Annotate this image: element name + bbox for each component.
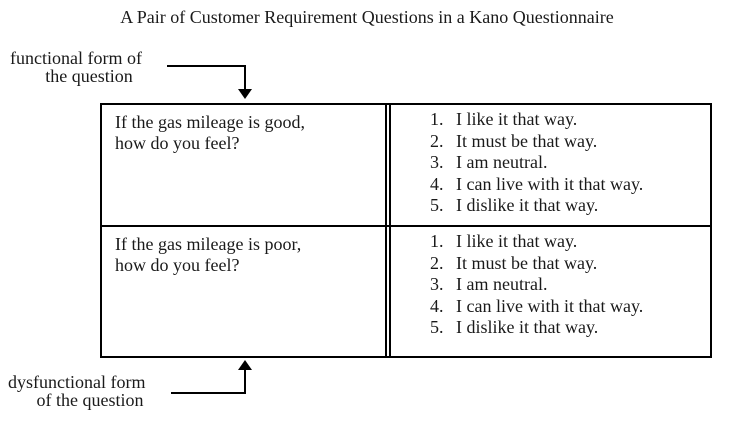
- question-line2: how do you feel?: [115, 255, 240, 275]
- diagram-title: A Pair of Customer Requirement Questions…: [120, 7, 614, 27]
- functional-connector-vertical: [244, 65, 246, 90]
- functional-form-label-line1: functional form of: [10, 48, 142, 68]
- option-number: 2.: [430, 252, 444, 273]
- option-text: I can live with it that way.: [456, 295, 644, 316]
- option-number: 4.: [430, 295, 444, 316]
- functional-question-cell: If the gas mileage is good, how do you f…: [102, 105, 387, 225]
- option-text: I dislike it that way.: [456, 195, 599, 215]
- functional-connector-horizontal: [167, 65, 246, 67]
- dysfunctional-options-cell: 1. I like it that way. 2. It must be tha…: [389, 227, 710, 356]
- option-item: 1. I like it that way.: [430, 231, 706, 253]
- table-row-functional: If the gas mileage is good, how do you f…: [102, 105, 710, 227]
- option-number: 5.: [430, 317, 444, 337]
- option-item: 3. I am neutral.: [430, 274, 706, 296]
- option-item: 1. I like it that way.: [430, 109, 706, 131]
- option-number: 1.: [430, 231, 444, 251]
- dysfunctional-form-label: dysfunctional form of the question: [8, 373, 172, 409]
- functional-form-label: functional form of the question: [10, 49, 168, 85]
- arrow-up-icon: [238, 360, 252, 370]
- kano-question-table: If the gas mileage is good, how do you f…: [100, 103, 712, 358]
- option-number: 2.: [430, 130, 444, 151]
- option-text: I dislike it that way.: [456, 317, 599, 337]
- functional-form-label-line2: the question: [45, 66, 133, 86]
- option-text: It must be that way.: [456, 130, 598, 151]
- option-text: I like it that way.: [456, 231, 578, 251]
- option-item: 2. It must be that way.: [430, 131, 706, 153]
- option-item: 3. I am neutral.: [430, 152, 706, 174]
- functional-options-cell: 1. I like it that way. 2. It must be tha…: [389, 105, 710, 225]
- option-item: 2. It must be that way.: [430, 253, 706, 275]
- dysfunctional-form-label-line2: of the question: [36, 390, 144, 410]
- dysfunctional-question-cell: If the gas mileage is poor, how do you f…: [102, 227, 387, 356]
- option-item: 4. I can live with it that way.: [430, 174, 706, 196]
- option-text: I can live with it that way.: [456, 173, 644, 194]
- option-item: 4. I can live with it that way.: [430, 296, 706, 318]
- table-row-dysfunctional: If the gas mileage is poor, how do you f…: [102, 227, 710, 356]
- option-number: 4.: [430, 173, 444, 194]
- question-line1: If the gas mileage is poor,: [115, 234, 302, 254]
- option-number: 3.: [430, 274, 444, 294]
- option-number: 1.: [430, 109, 444, 129]
- option-number: 3.: [430, 152, 444, 172]
- option-text: I am neutral.: [456, 274, 548, 294]
- option-text: I am neutral.: [456, 152, 548, 172]
- arrow-down-icon: [238, 89, 252, 99]
- question-line1: If the gas mileage is good,: [115, 112, 305, 132]
- question-line2: how do you feel?: [115, 133, 240, 153]
- dysfunctional-connector-horizontal: [171, 392, 246, 394]
- option-text: I like it that way.: [456, 109, 578, 129]
- option-number: 5.: [430, 195, 444, 215]
- option-item: 5. I dislike it that way.: [430, 317, 706, 339]
- dysfunctional-connector-vertical: [244, 370, 246, 394]
- option-text: It must be that way.: [456, 252, 598, 273]
- option-item: 5. I dislike it that way.: [430, 195, 706, 217]
- dysfunctional-form-label-line1: dysfunctional form: [8, 372, 146, 392]
